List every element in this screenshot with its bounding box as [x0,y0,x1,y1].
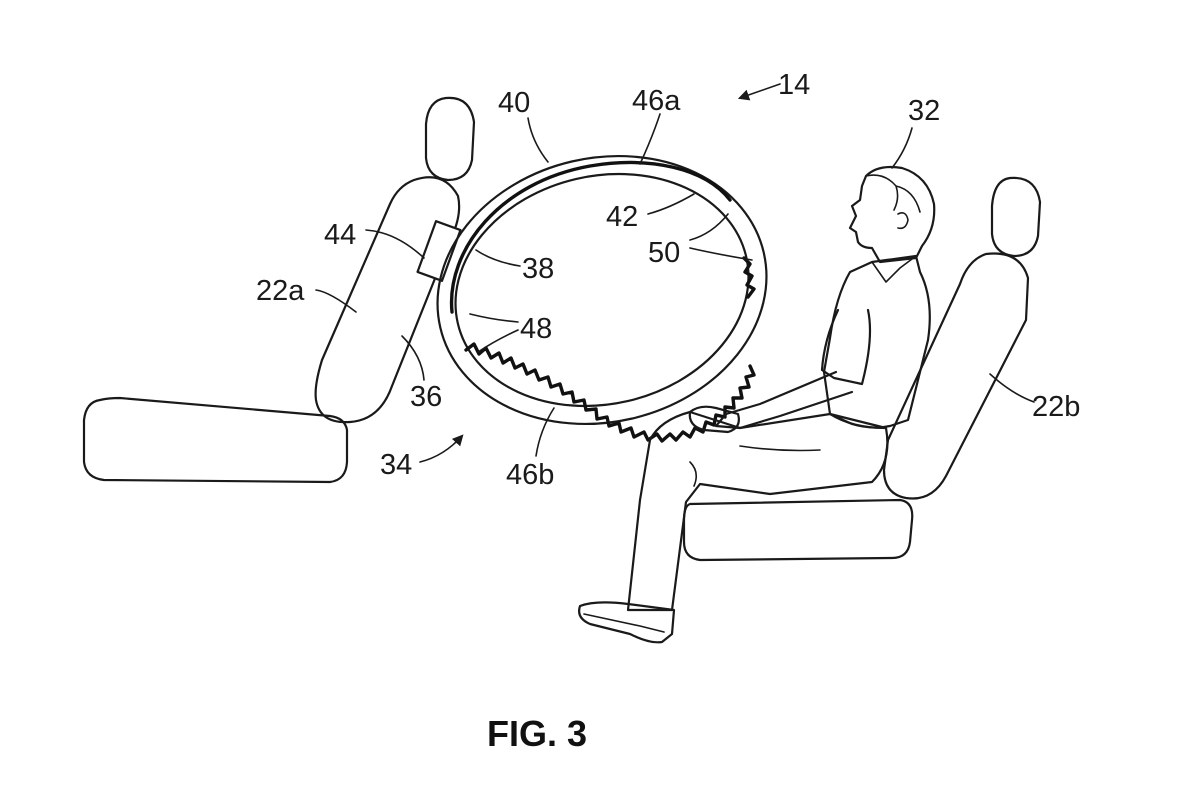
leader-22a [315,289,357,313]
occupant-hair [865,174,921,213]
leader-42 [647,193,695,215]
label-46a: 46a [632,85,681,117]
occupant-forearm [714,370,854,430]
rear-seat-backrest [882,252,1030,500]
occupant-shirt [822,254,931,429]
leader-40 [527,117,549,163]
label-42: 42 [606,201,638,233]
front-seat-cushion [82,396,349,484]
label-48: 48 [520,313,552,345]
panel-46a [449,160,732,314]
label-32: 32 [908,95,940,127]
occupant-head [848,165,936,264]
label-22a: 22a [256,275,305,307]
leader-48 [469,313,519,353]
label-34: 34 [380,449,412,481]
label-50: 50 [648,237,680,269]
leader-lines [315,83,1035,463]
occupant-sleeve [820,308,872,386]
front-seat-headrest [424,96,476,182]
label-40: 40 [498,87,530,119]
occupant-belt [828,412,888,430]
airbag-outer-wall [436,154,768,426]
figure-caption: FIG. 3 [487,713,587,754]
occupant-pants-crease [689,445,821,487]
label-14: 14 [778,69,810,101]
leader-50 [689,213,753,261]
label-36: 36 [410,381,442,413]
front-seat-backrest [314,176,461,424]
reference-numerals: 40 46a 14 32 42 44 50 38 22a 48 36 22b 3… [256,69,1080,491]
arrow-14 [737,83,781,101]
rear-seat-cushion [682,498,914,562]
leader-44 [365,229,425,259]
label-22b: 22b [1032,391,1080,423]
arrow-34 [419,434,464,463]
panel-50-zigzag [742,256,756,299]
occupant-shoe-sole [583,613,665,633]
label-46b: 46b [506,459,554,491]
leader-46b [535,407,555,457]
occupant-32 [578,165,936,644]
occupant-hand [688,405,740,434]
leader-32 [891,127,913,169]
front-seat-22a [82,96,476,484]
airbag-40 [436,154,768,443]
occupant-collar [871,255,917,283]
airbag-module-44 [416,220,462,282]
occupant-pants [626,410,889,612]
label-44: 44 [324,219,356,251]
leader-36 [401,335,425,381]
label-38: 38 [522,253,554,285]
panel-46b-zigzag [464,342,756,443]
leader-46a [639,113,661,165]
rear-seat-headrest [990,176,1042,258]
airbag-inner-wall-42 [454,172,750,408]
leader-38 [475,249,521,267]
occupant-ear [897,212,909,230]
leader-22b [989,373,1035,403]
occupant-shoe [578,601,676,644]
